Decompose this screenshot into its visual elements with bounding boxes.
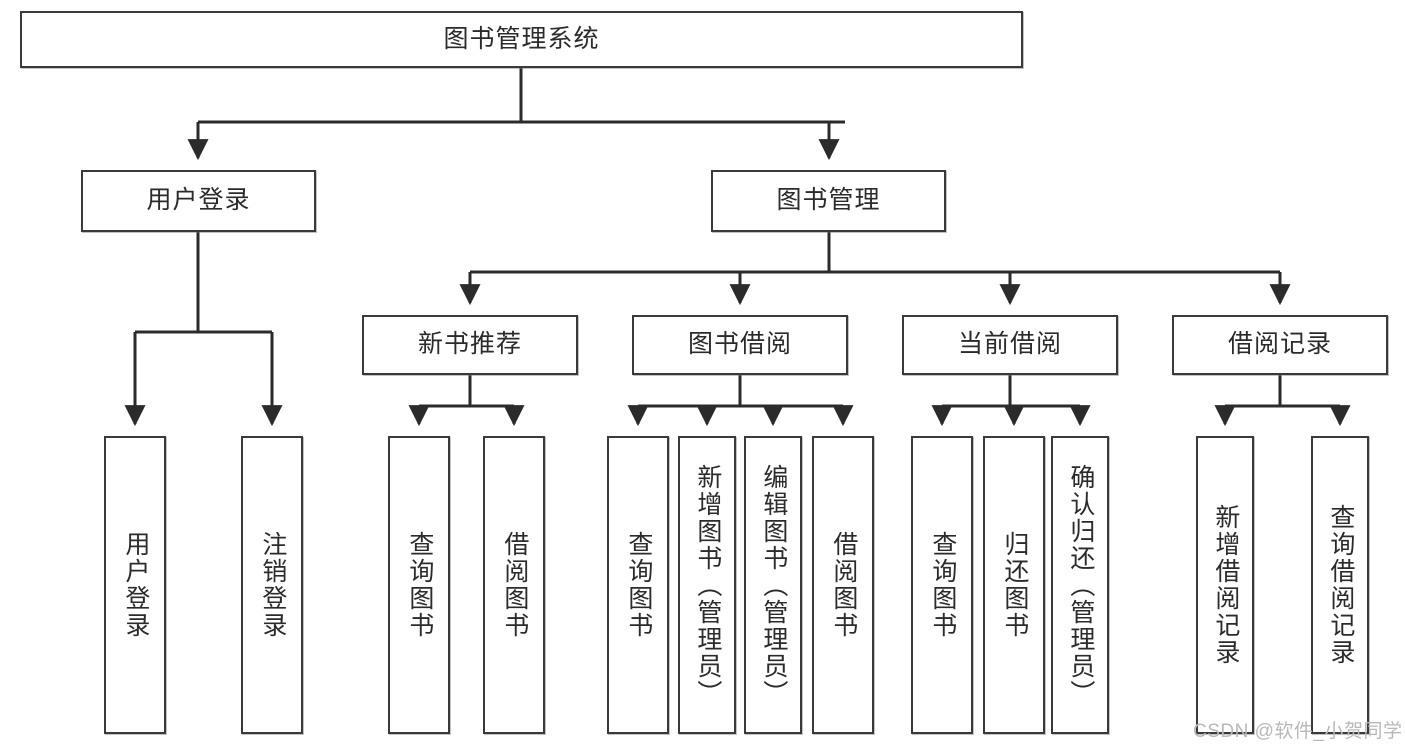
node-leaf-borrow-book-label: 借阅图书 <box>829 531 858 639</box>
node-leaf-add-book-admin-label: 新增图书（管理员） <box>693 463 722 707</box>
node-new-book-recommend[interactable]: 新书推荐 <box>362 315 578 375</box>
edge-borrow-record-children <box>1214 375 1351 427</box>
node-leaf-query-book-new[interactable]: 查询图书 <box>388 436 450 734</box>
edge-new-book-recommend-children <box>408 375 525 427</box>
node-leaf-add-book-admin[interactable]: 新增图书（管理员） <box>678 436 736 734</box>
node-leaf-add-borrow-record[interactable]: 新增借阅记录 <box>1196 436 1254 734</box>
node-leaf-logout[interactable]: 注销登录 <box>241 436 303 734</box>
edge-book-management-children <box>459 232 1291 306</box>
node-user-login[interactable]: 用户登录 <box>81 170 316 232</box>
node-leaf-edit-book-admin[interactable]: 编辑图书（管理员） <box>744 436 802 734</box>
node-leaf-query-book-current-label: 查询图书 <box>928 531 957 639</box>
node-root-system[interactable]: 图书管理系统 <box>20 11 1023 68</box>
node-new-book-recommend-label: 新书推荐 <box>417 330 522 359</box>
node-leaf-edit-book-admin-label: 编辑图书（管理员） <box>759 463 788 707</box>
edge-current-borrow-children <box>931 375 1091 427</box>
edge-user-login-children <box>124 232 283 427</box>
node-leaf-query-borrow-record-label: 查询借阅记录 <box>1326 504 1355 666</box>
node-leaf-add-borrow-record-label: 新增借阅记录 <box>1211 504 1240 666</box>
node-book-management-label: 图书管理 <box>776 186 881 215</box>
node-leaf-return-book[interactable]: 归还图书 <box>983 436 1045 734</box>
node-leaf-user-login[interactable]: 用户登录 <box>104 436 166 734</box>
node-leaf-logout-label: 注销登录 <box>258 531 287 639</box>
node-leaf-query-book-new-label: 查询图书 <box>405 531 434 639</box>
node-leaf-borrow-book-new-label: 借阅图书 <box>500 531 529 639</box>
node-leaf-borrow-book[interactable]: 借阅图书 <box>812 436 874 734</box>
node-borrow-record-label: 借阅记录 <box>1227 330 1332 359</box>
node-borrow-record[interactable]: 借阅记录 <box>1172 315 1388 375</box>
node-book-borrow-label: 图书借阅 <box>687 330 792 359</box>
node-leaf-query-book-borrow-label: 查询图书 <box>624 531 653 639</box>
node-leaf-query-borrow-record[interactable]: 查询借阅记录 <box>1311 436 1369 734</box>
node-leaf-user-login-label: 用户登录 <box>121 531 150 639</box>
node-leaf-query-book-borrow[interactable]: 查询图书 <box>607 436 669 734</box>
csdn-watermark: CSDN @软件_小贺同学 <box>1193 721 1403 742</box>
node-leaf-confirm-return-admin[interactable]: 确认归还（管理员） <box>1051 436 1109 734</box>
node-book-management[interactable]: 图书管理 <box>711 170 946 232</box>
node-book-borrow[interactable]: 图书借阅 <box>632 315 848 375</box>
edge-book-borrow-children <box>627 375 854 427</box>
node-leaf-borrow-book-new[interactable]: 借阅图书 <box>483 436 545 734</box>
node-current-borrow[interactable]: 当前借阅 <box>902 315 1118 375</box>
node-leaf-confirm-return-admin-label: 确认归还（管理员） <box>1066 463 1095 707</box>
node-user-login-label: 用户登录 <box>146 186 251 215</box>
node-leaf-return-book-label: 归还图书 <box>1000 531 1029 639</box>
node-leaf-query-book-current[interactable]: 查询图书 <box>911 436 973 734</box>
edge-root-stem <box>187 68 845 161</box>
node-root-label: 图书管理系统 <box>443 24 600 53</box>
node-current-borrow-label: 当前借阅 <box>957 330 1062 359</box>
